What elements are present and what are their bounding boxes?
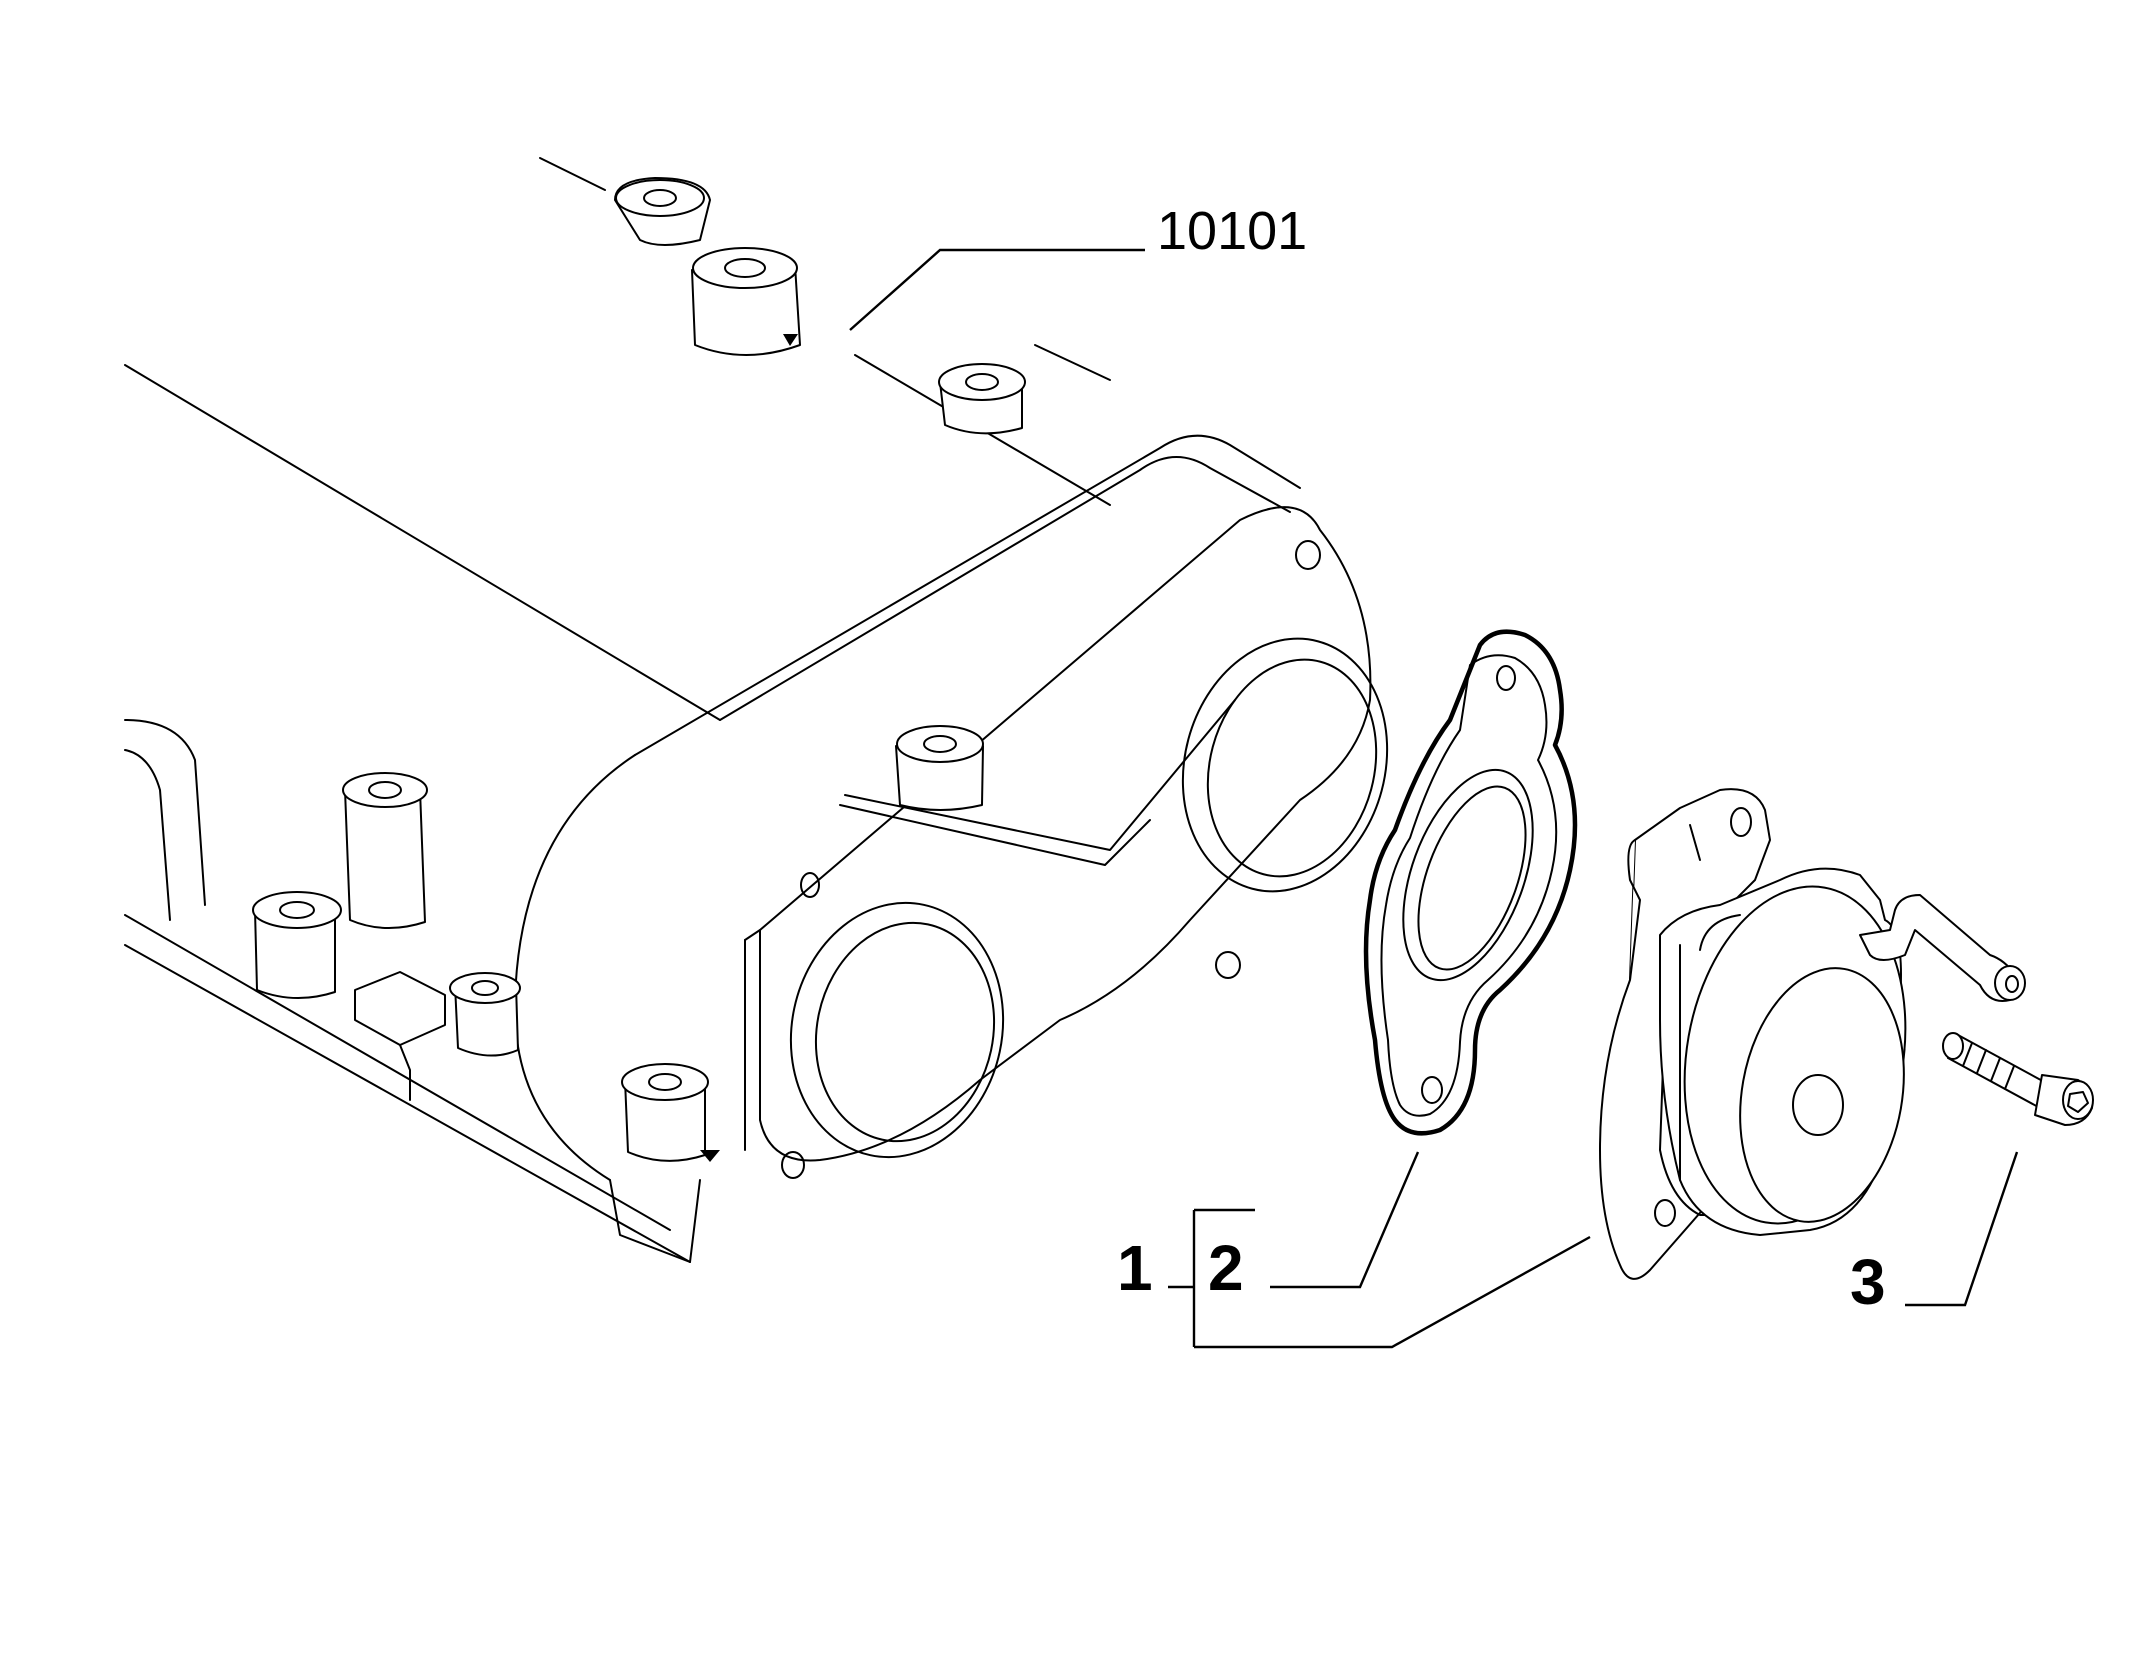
vacuum-pump <box>1599 788 2026 1280</box>
cylinder-head <box>124 157 1389 1263</box>
callout-item-2: 2 <box>1208 1232 1244 1304</box>
bracket-1-2 <box>1192 1208 1255 1347</box>
leader-item-3 <box>1905 1151 2019 1307</box>
leader-item-2 <box>1270 1151 1420 1289</box>
gasket <box>1363 629 1578 1136</box>
leader-lines <box>849 248 2019 1349</box>
bolt <box>1942 1032 2094 1126</box>
callout-item-1: 1 <box>1117 1232 1153 1304</box>
leader-item-1 <box>1194 1235 1591 1349</box>
leader-10101 <box>849 248 1145 331</box>
callout-item-3: 3 <box>1850 1246 1886 1318</box>
callout-10101: 10101 <box>1157 201 1307 261</box>
